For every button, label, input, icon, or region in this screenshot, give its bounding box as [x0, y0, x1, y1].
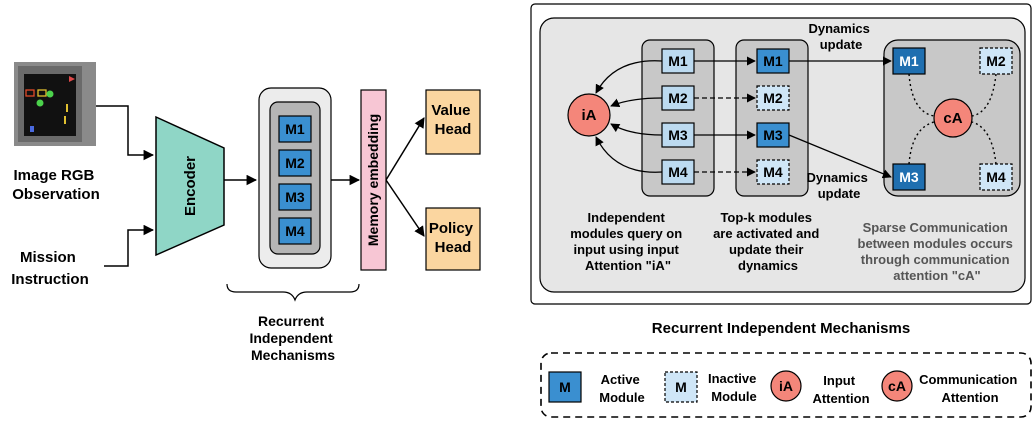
svg-text:M2: M2 — [986, 53, 1006, 69]
policy-head-label: Policy Head — [429, 220, 477, 256]
svg-text:iA: iA — [779, 378, 793, 394]
query-module-m4: M4 — [661, 159, 695, 185]
svg-text:M2: M2 — [285, 155, 305, 171]
svg-text:iA: iA — [582, 107, 597, 124]
svg-text:M: M — [675, 379, 687, 395]
svg-text:M1: M1 — [763, 53, 783, 69]
topk-column — [735, 39, 809, 197]
ca-link-m2 — [971, 73, 997, 117]
memory-to-value-arrow — [385, 117, 425, 181]
svg-text:M: M — [559, 379, 571, 395]
svg-text:M4: M4 — [668, 164, 688, 180]
rim-module-m1: M1 — [278, 115, 312, 143]
svg-text:M1: M1 — [899, 53, 919, 69]
query-module-m3: M3 — [661, 122, 695, 148]
svg-text:cA: cA — [943, 110, 962, 127]
dynamics-update-label-bottom: Dynamics update — [806, 170, 871, 201]
instruction-label: Mission Instruction — [11, 249, 89, 288]
encoder-block — [155, 115, 225, 257]
dynamics-update-m3-arrow — [788, 134, 892, 179]
topk-module-m4: M4 — [756, 159, 790, 185]
legend-comm-attention: cA — [881, 370, 913, 402]
svg-text:M2: M2 — [763, 90, 783, 106]
legend-input-attention: iA — [770, 370, 802, 402]
svg-text:M4: M4 — [285, 223, 305, 239]
memory-embedding-block — [360, 89, 387, 271]
query-m3-to-ia-arrow — [610, 123, 663, 136]
svg-text:M2: M2 — [668, 90, 688, 106]
comm-module-m3: M3 — [892, 163, 926, 191]
svg-text:M3: M3 — [668, 127, 688, 143]
observation-label: Image RGB Observation — [12, 167, 100, 203]
svg-text:M4: M4 — [763, 164, 783, 180]
topk-module-m3: M3 — [756, 122, 790, 148]
comm-module-m4: M4 — [979, 163, 1013, 191]
dynamics-update-label-top: Dynamics update — [808, 21, 873, 52]
svg-text:M3: M3 — [285, 189, 305, 205]
svg-text:cA: cA — [888, 378, 906, 394]
value-head-block — [425, 89, 481, 155]
rim-module-m4: M4 — [278, 217, 312, 245]
legend-comm-label: Communication Attention — [919, 372, 1021, 405]
query-m4-to-ia-arrow — [595, 136, 663, 173]
rim-caption: Recurrent Independent Mechanisms — [249, 313, 336, 363]
svg-text:M4: M4 — [986, 169, 1006, 185]
caption-input-attention: Independent modules query on input using… — [570, 210, 686, 273]
legend-input-label: Input Attention — [812, 373, 869, 406]
ca-link-m4 — [971, 121, 997, 165]
memory-to-policy-arrow — [385, 179, 425, 237]
query-module-m2: M2 — [661, 85, 695, 111]
legend-inactive-module: M — [664, 371, 698, 403]
value-head-label: Value Head — [431, 102, 474, 138]
rim-brace — [226, 283, 360, 302]
ca-link-m3 — [908, 121, 935, 165]
legend-inactive-label: Inactive Module — [708, 371, 760, 404]
svg-text:M3: M3 — [899, 169, 919, 185]
svg-text:M1: M1 — [668, 53, 688, 69]
instruction-arrow — [104, 224, 155, 267]
legend-active-module: M — [548, 371, 582, 403]
topk-module-m1: M1 — [756, 48, 790, 74]
rim-module-m2: M2 — [278, 149, 312, 177]
observation-arrow — [96, 105, 155, 161]
input-attention-node: iA — [567, 93, 611, 137]
comm-attention-node: cA — [933, 98, 973, 138]
topk-module-m2: M2 — [756, 85, 790, 111]
query-module-m1: M1 — [661, 48, 695, 74]
rim-panel-title: Recurrent Independent Mechanisms — [652, 320, 910, 337]
legend-active-label: Active Module — [599, 372, 645, 405]
svg-text:M3: M3 — [763, 127, 783, 143]
encoder-label: Encoder — [182, 156, 199, 216]
rim-module-m3: M3 — [278, 183, 312, 211]
svg-text:M1: M1 — [285, 121, 305, 137]
policy-head-block — [425, 207, 481, 271]
caption-topk: Top-k modules are activated and update t… — [713, 210, 823, 273]
query-column — [641, 39, 715, 197]
query-m1-to-ia-arrow — [595, 60, 663, 94]
caption-communication: Sparse Communication between modules occ… — [858, 220, 1017, 283]
observation-image — [14, 62, 96, 146]
query-m2-to-ia-arrow — [610, 97, 663, 108]
comm-module-m2: M2 — [979, 47, 1013, 75]
comm-module-m1: M1 — [892, 47, 926, 75]
memory-embedding-label: Memory embedding — [365, 114, 381, 246]
ca-link-m1 — [908, 73, 935, 117]
